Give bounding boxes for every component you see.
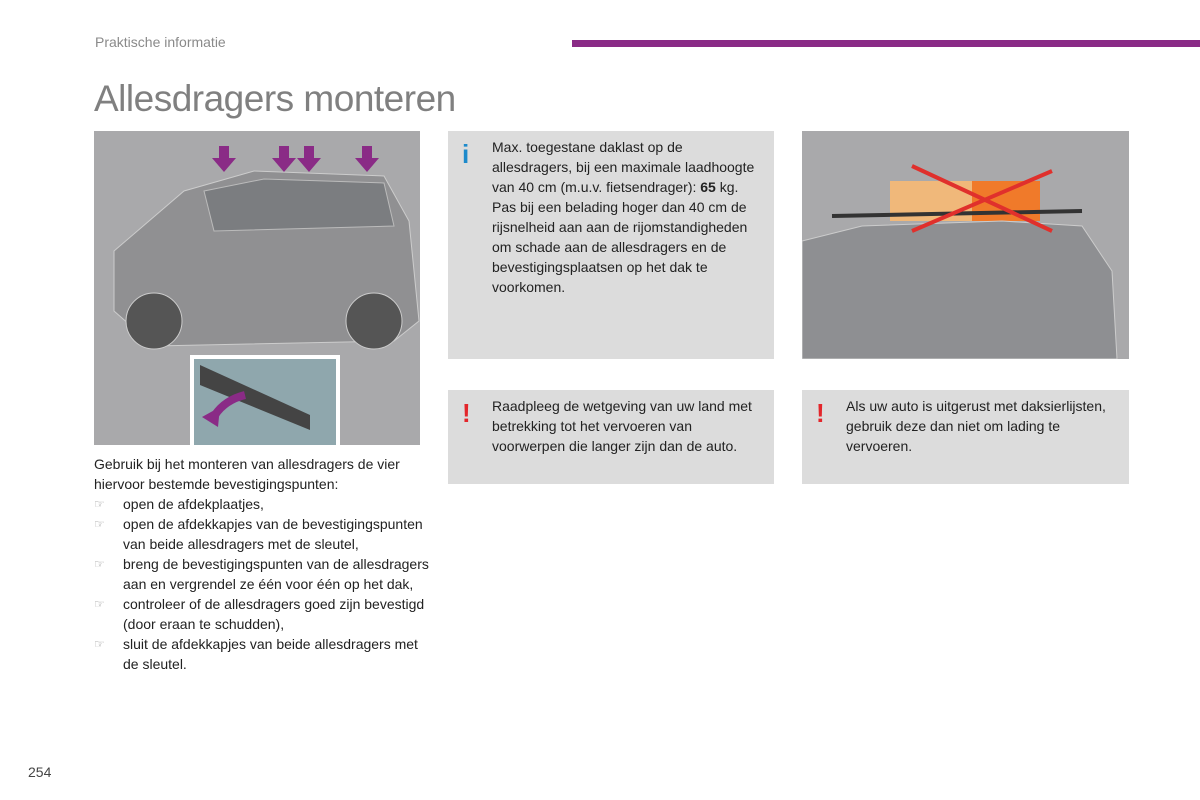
- step-item: open de afdekkapjes van de bevestigingsp…: [94, 514, 434, 554]
- info-text: Max. toegestane daklast op de allesdrage…: [492, 139, 755, 295]
- warning-box-legislation: ! Raadpleeg de wetgeving van uw land met…: [448, 390, 774, 484]
- fixing-point-inset: [190, 355, 340, 445]
- warning-icon: !: [816, 398, 825, 428]
- car-roof-mounting-illustration: [94, 131, 420, 445]
- step-item: open de afdekplaatjes,: [94, 494, 434, 514]
- instructions: Gebruik bij het monteren van allesdrager…: [94, 454, 434, 674]
- section-title: Praktische informatie: [95, 34, 226, 50]
- info-icon: i: [462, 139, 470, 169]
- step-item: breng de bevestigingspunten van de alles…: [94, 554, 434, 594]
- page-title: Allesdragers monteren: [94, 78, 456, 119]
- warning-text: Als uw auto is uitgerust met daksierlijs…: [846, 398, 1106, 454]
- info-box: i Max. toegestane daklast op de allesdra…: [448, 131, 774, 359]
- instructions-intro: Gebruik bij het monteren van allesdrager…: [94, 456, 400, 492]
- step-item: controleer of de allesdragers goed zijn …: [94, 594, 434, 634]
- page-number: 254: [28, 764, 52, 780]
- step-item: sluit de afdekkapjes van beide allesdrag…: [94, 634, 434, 674]
- warning-text: Raadpleeg de wetgeving van uw land met b…: [492, 398, 752, 454]
- section-accent-bar: [572, 40, 1200, 47]
- roof-load-prohibited-illustration: [802, 131, 1129, 359]
- warning-icon: !: [462, 398, 471, 428]
- warning-box-roof-rails: ! Als uw auto is uitgerust met daksierli…: [802, 390, 1129, 484]
